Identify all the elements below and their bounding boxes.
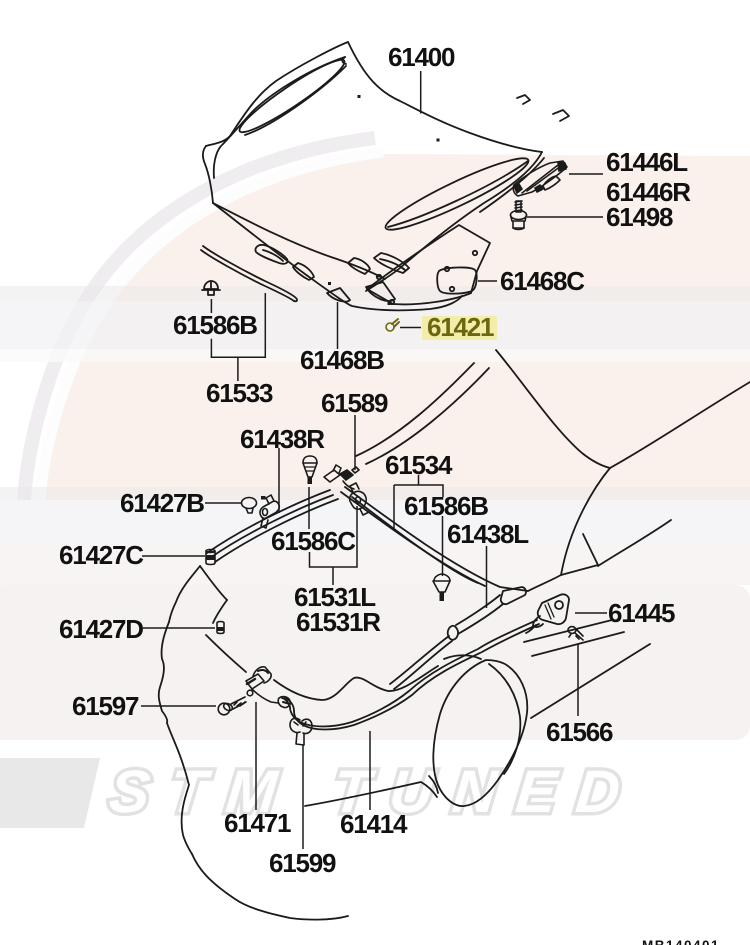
svg-text:61421: 61421	[427, 312, 494, 342]
svg-text:61531L: 61531L	[294, 582, 376, 612]
svg-text:61438L: 61438L	[447, 519, 529, 549]
svg-text:MB140401: MB140401	[642, 938, 720, 945]
svg-text:61400: 61400	[388, 42, 455, 72]
svg-text:61446R: 61446R	[606, 177, 691, 207]
svg-text:61586B: 61586B	[173, 310, 257, 340]
svg-text:61531R: 61531R	[296, 607, 381, 637]
svg-text:61427D: 61427D	[59, 614, 143, 644]
svg-text:61414: 61414	[340, 809, 408, 839]
svg-text:61471: 61471	[224, 808, 291, 838]
svg-text:61446L: 61446L	[606, 147, 688, 177]
svg-text:61597: 61597	[72, 691, 139, 721]
svg-text:61427B: 61427B	[120, 488, 204, 518]
svg-text:61438R: 61438R	[240, 424, 325, 454]
svg-text:61498: 61498	[606, 202, 673, 232]
svg-text:61566: 61566	[546, 717, 613, 747]
svg-text:61534: 61534	[385, 450, 453, 480]
svg-text:61468B: 61468B	[300, 345, 384, 375]
svg-text:61599: 61599	[269, 848, 336, 878]
svg-text:61589: 61589	[321, 388, 388, 418]
svg-text:61468C: 61468C	[500, 266, 585, 296]
svg-text:61445: 61445	[608, 598, 675, 628]
svg-text:61533: 61533	[206, 378, 273, 408]
svg-text:61586C: 61586C	[271, 526, 356, 556]
svg-text:61586B: 61586B	[404, 491, 488, 521]
svg-text:61427C: 61427C	[59, 540, 144, 570]
